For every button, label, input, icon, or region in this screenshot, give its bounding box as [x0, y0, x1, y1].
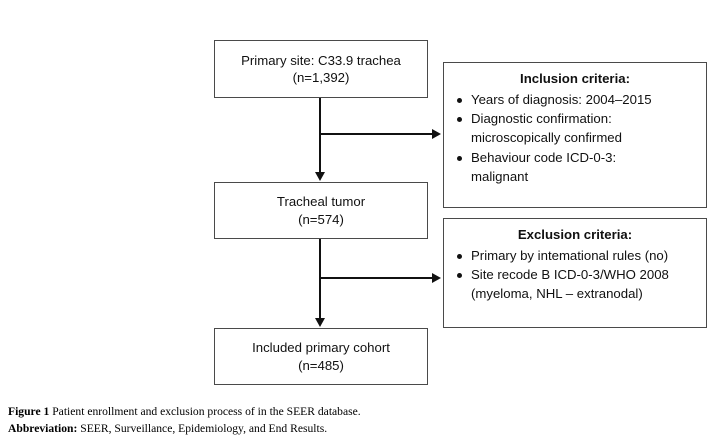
- inclusion-criteria-item-line1: Behaviour code ICD-0-3:: [471, 149, 617, 165]
- bullet-icon: [457, 117, 462, 123]
- connector-primary-to-inclusion-arrowhead-icon: [432, 128, 441, 139]
- inclusion-criteria-item-line1: Diagnostic confirmation:: [471, 111, 612, 127]
- exclusion-criteria-item-line1: Site recode B ICD-0-3/WHO 2008: [471, 267, 669, 283]
- exclusion-criteria-item-line1: Primary by intemational rules (no): [471, 247, 669, 263]
- inclusion-criteria-item: Behaviour code ICD-0-3: malignant: [454, 149, 696, 186]
- inclusion-criteria-list: Years of diagnosis: 2004–2015 Diagnostic…: [454, 91, 696, 187]
- exclusion-criteria-list: Primary by intemational rules (no) Site …: [454, 247, 696, 304]
- flow-node-included-cohort-count: (n=485): [298, 357, 344, 373]
- bullet-icon: [457, 273, 462, 279]
- figure-caption-row-1: Figure 1 Patient enrollment and exclusio…: [8, 404, 712, 421]
- bullet-icon: [457, 97, 462, 103]
- connector-tracheal-to-included-stem: [319, 239, 321, 319]
- flow-node-primary-site: Primary site: C33.9 trachea (n=1,392): [214, 40, 428, 98]
- exclusion-criteria-item: Primary by intemational rules (no): [454, 247, 696, 266]
- inclusion-criteria-item: Diagnostic confirmation: microscopically…: [454, 110, 696, 147]
- exclusion-criteria-box: Exclusion criteria: Primary by intematio…: [443, 218, 707, 328]
- connector-tracheal-to-exclusion-arrowhead-icon: [432, 272, 441, 283]
- exclusion-criteria-title: Exclusion criteria:: [517, 227, 633, 242]
- bullet-icon: [457, 253, 462, 259]
- figure-number-label: Figure 1: [8, 405, 50, 418]
- inclusion-criteria-item: Years of diagnosis: 2004–2015: [454, 91, 696, 110]
- flow-node-tracheal-tumor-line1: Tracheal tumor: [276, 194, 366, 210]
- figure-caption-text: Patient enrollment and exclusion process…: [52, 405, 361, 418]
- flow-node-primary-site-count: (n=1,392): [292, 70, 350, 85]
- flow-node-tracheal-tumor-count: (n=574): [298, 211, 344, 227]
- exclusion-criteria-item-line2: (myeloma, NHL – extranodal): [471, 286, 643, 302]
- inclusion-criteria-title: Inclusion criteria:: [520, 71, 630, 86]
- inclusion-criteria-item-line2: malignant: [471, 168, 529, 184]
- exclusion-criteria-item: Site recode B ICD-0-3/WHO 2008 (myeloma,…: [454, 266, 696, 303]
- inclusion-criteria-item-line1: Years of diagnosis: 2004–2015: [471, 91, 652, 107]
- inclusion-criteria-item-line2: microscopically confirmed: [471, 130, 622, 146]
- abbreviation-label: Abbreviation:: [8, 421, 78, 435]
- connector-tracheal-to-included-arrowhead-icon: [314, 318, 325, 327]
- connector-primary-to-inclusion-stem: [320, 133, 434, 135]
- flow-node-tracheal-tumor: Tracheal tumor (n=574): [214, 182, 428, 239]
- figure-flowchart: Primary site: C33.9 trachea (n=1,392) Tr…: [214, 40, 707, 385]
- connector-primary-to-tracheal-arrowhead-icon: [314, 172, 325, 181]
- bullet-icon: [457, 155, 462, 161]
- connector-tracheal-to-exclusion-stem: [320, 277, 434, 279]
- flow-node-included-cohort-line1: Included primary cohort: [252, 340, 390, 356]
- connector-primary-to-tracheal-stem: [319, 98, 321, 173]
- inclusion-criteria-box: Inclusion criteria: Years of diagnosis: …: [443, 62, 707, 208]
- figure-caption: Figure 1 Patient enrollment and exclusio…: [8, 404, 712, 438]
- flow-node-primary-site-line1: Primary site: C33.9 trachea: [241, 52, 401, 68]
- flow-node-included-cohort: Included primary cohort (n=485): [214, 328, 428, 385]
- abbreviation-text: SEER, Surveillance, Epidemiology, and En…: [80, 421, 328, 435]
- figure-caption-row-2: Abbreviation: SEER, Surveillance, Epidem…: [8, 421, 712, 438]
